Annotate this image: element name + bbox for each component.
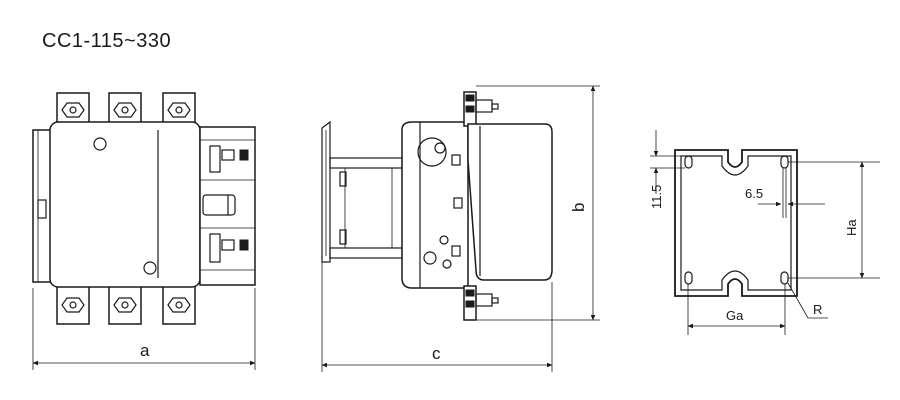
dim-ha-label: Ha	[844, 219, 859, 236]
side-front-cover	[467, 123, 553, 281]
slot-top-right	[780, 155, 789, 169]
dim-b-label: b	[569, 203, 588, 212]
dim-radius-label: R	[813, 302, 822, 317]
side-view: b c	[321, 85, 600, 372]
slot-bottom-right	[780, 271, 789, 285]
dim-slot-width-label: 6.5	[745, 186, 763, 201]
dim-ga-label: Ga	[726, 308, 744, 323]
front-view: a	[32, 92, 256, 370]
side-middle-body	[401, 121, 469, 289]
aux-contact-block	[199, 126, 256, 286]
front-body	[49, 121, 201, 288]
side-terminals	[463, 91, 499, 321]
mount-hole-bottom	[143, 261, 157, 275]
rail-clip	[321, 120, 403, 263]
dim-c-label: c	[432, 344, 441, 363]
diagram-title: CC1-115~330	[42, 30, 172, 52]
mount-hole-top	[93, 137, 107, 151]
bottom-terminals	[56, 285, 196, 325]
dim-a-label: a	[140, 341, 150, 360]
slot-top-left	[684, 155, 693, 169]
left-rail	[32, 129, 52, 283]
mount-outline	[674, 149, 798, 297]
dim-slot-height-label: 11.5	[649, 185, 664, 209]
slot-bottom-left	[684, 271, 693, 285]
mounting-view: 11.5 6.5 Ha Ga R	[649, 130, 880, 335]
